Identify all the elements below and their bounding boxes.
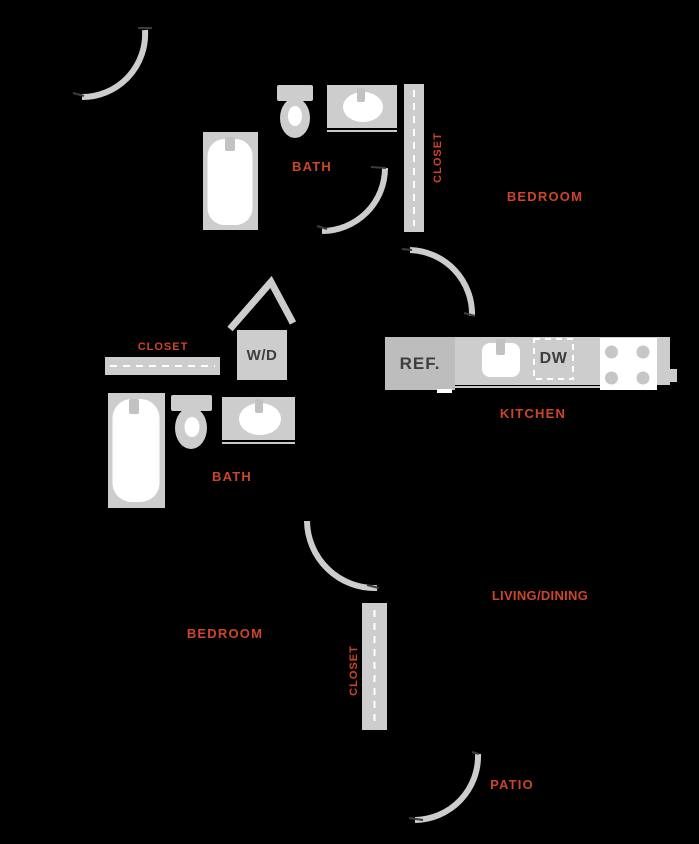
bathtub-top — [203, 132, 258, 230]
sink-faucet-icon — [357, 88, 365, 102]
room-label-bedroom-top: BEDROOM — [506, 189, 584, 204]
sink-vanity-top — [327, 85, 397, 132]
sink-faucet-icon — [496, 339, 505, 355]
room-label-bath-mid: BATH — [212, 469, 252, 484]
sink-faucet-icon — [255, 399, 263, 413]
room-label-bath-top: BATH — [292, 159, 332, 174]
kitchen-sink — [482, 339, 520, 377]
room-label-closet-top: CLOSET — [431, 131, 444, 183]
bedroom-top-door-arc — [401, 247, 476, 317]
burner-icon — [605, 371, 618, 385]
bifold-door — [227, 275, 297, 332]
closet-rod-mid — [105, 357, 220, 375]
tub-faucet-icon — [225, 137, 235, 151]
dishwasher-label: DW — [539, 350, 568, 367]
refrigerator-label: REF. — [399, 353, 441, 373]
room-label-bedroom-bottom: BEDROOM — [186, 626, 264, 641]
burner-icon — [605, 345, 618, 359]
bedroom-bottom-door-arc — [304, 520, 380, 592]
tub-faucet-icon — [129, 399, 139, 414]
toilet-mid — [171, 395, 212, 449]
bathtub-mid — [108, 393, 165, 508]
room-label-kitchen: KITCHEN — [499, 406, 567, 421]
refrigerator-handle — [437, 389, 452, 393]
room-label-living-dining: LIVING/DINING — [491, 588, 589, 603]
dishwasher-box — [533, 338, 574, 380]
room-label-closet-bottom: CLOSET — [347, 644, 360, 696]
refrigerator-box — [385, 337, 455, 390]
room-label-closet-mid: CLOSET — [137, 341, 189, 353]
room-label-patio: PATIO — [490, 777, 534, 792]
kitchen-counter — [385, 337, 677, 393]
sink-vanity-mid — [222, 397, 295, 444]
closet-rod-top — [404, 84, 424, 232]
burner-icon — [636, 371, 650, 385]
stove — [600, 338, 657, 390]
burner-icon — [636, 345, 650, 359]
closet-rod-bottom — [362, 603, 387, 730]
patio-door-arc — [408, 751, 482, 823]
entry-door-arc — [72, 27, 152, 101]
bath-top-door-arc — [316, 166, 388, 234]
toilet-top — [277, 85, 313, 138]
washer-dryer-label: W/D — [246, 346, 278, 364]
washer-dryer-box — [237, 330, 287, 380]
